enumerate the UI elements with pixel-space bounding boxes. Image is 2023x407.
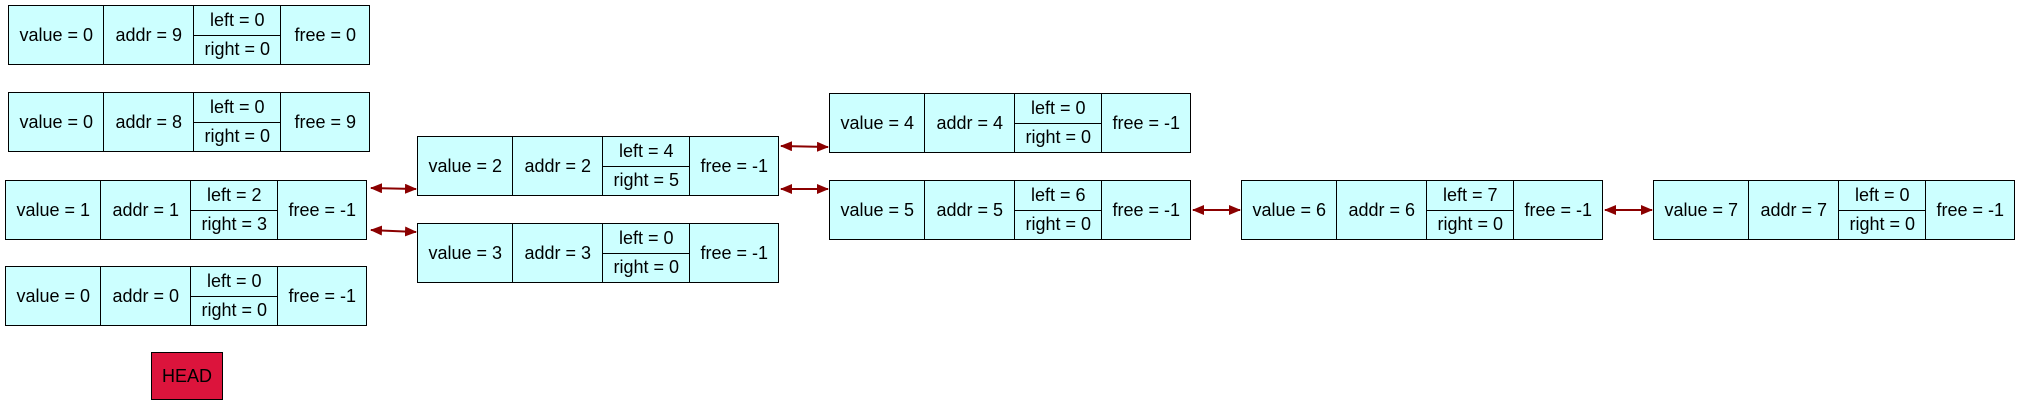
node-addr: addr = 3 xyxy=(513,224,603,282)
node-free: free = -1 xyxy=(700,155,769,176)
node-right: right = 0 xyxy=(1025,127,1091,148)
node-free: free = 9 xyxy=(294,111,357,132)
node-free: free = -1 xyxy=(1112,112,1181,133)
node-free: free = -1 xyxy=(288,199,357,220)
node-addr: addr = 8 xyxy=(104,93,194,151)
node-addr: addr = 2 xyxy=(513,137,603,195)
node-left: left = 0 xyxy=(190,267,278,297)
node-left-right: left = 0 right = 0 xyxy=(602,224,691,282)
node-addr: addr = 7 xyxy=(1749,181,1839,239)
node-left-right: left = 0 right = 0 xyxy=(1838,181,1927,239)
node-left: left = 0 xyxy=(193,6,281,36)
node-addr: addr = 5 xyxy=(925,181,1015,239)
node-right: right = 0 xyxy=(1849,214,1915,235)
node-free: free = -1 xyxy=(1112,199,1181,220)
node-left: left = 0 xyxy=(602,224,690,254)
node-left: left = 4 xyxy=(602,137,690,167)
node-value: value = 1 xyxy=(6,181,102,239)
node-left-right: left = 4 right = 5 xyxy=(602,137,691,195)
node-left: left = 0 xyxy=(1014,94,1102,124)
node-value: value = 0 xyxy=(9,6,105,64)
node-right: right = 0 xyxy=(201,300,267,321)
node-addr: addr = 9 xyxy=(104,6,194,64)
node-left-right: left = 0 right = 0 xyxy=(193,93,282,151)
edge-n1-n3 xyxy=(370,225,417,237)
node-right: right = 5 xyxy=(613,170,679,191)
edge-n2-n4 xyxy=(780,141,829,152)
node-value: value = 3 xyxy=(418,224,514,282)
node-value: value = 6 xyxy=(1242,181,1338,239)
node-left: left = 2 xyxy=(190,181,278,211)
node-left: left = 7 xyxy=(1426,181,1514,211)
node-left-right: left = 0 right = 0 xyxy=(1014,94,1103,152)
edge-n1-n2 xyxy=(370,183,417,194)
head-node: HEAD xyxy=(151,352,223,400)
node-left-right: left = 2 right = 3 xyxy=(190,181,279,239)
node-left-right: left = 0 right = 0 xyxy=(193,6,282,64)
node-right: right = 0 xyxy=(613,257,679,278)
node-free: free = -1 xyxy=(1524,199,1593,220)
node-left: left = 0 xyxy=(1838,181,1926,211)
node-free: free = -1 xyxy=(1936,199,2005,220)
node-right: right = 0 xyxy=(204,126,270,147)
node-left-right: left = 6 right = 0 xyxy=(1014,181,1103,239)
node-value: value = 2 xyxy=(418,137,514,195)
node-addr: addr = 4 xyxy=(925,94,1015,152)
node-left: left = 0 xyxy=(193,93,281,123)
node-value: value = 0 xyxy=(6,267,102,325)
node-right: right = 0 xyxy=(204,39,270,60)
node-right: right = 0 xyxy=(1025,214,1091,235)
node-addr: addr = 6 xyxy=(1337,181,1427,239)
node-free: free = -1 xyxy=(288,285,357,306)
node-addr: addr = 1 xyxy=(101,181,191,239)
node-free: free = -1 xyxy=(700,242,769,263)
node-addr: addr = 0 xyxy=(101,267,191,325)
node-right: right = 0 xyxy=(1437,214,1503,235)
node-right: right = 3 xyxy=(201,214,267,235)
node-value: value = 5 xyxy=(830,181,926,239)
node-value: value = 0 xyxy=(9,93,105,151)
node-left-right: left = 0 right = 0 xyxy=(190,267,279,325)
node-left-right: left = 7 right = 0 xyxy=(1426,181,1515,239)
node-value: value = 4 xyxy=(830,94,926,152)
node-free: free = 0 xyxy=(294,24,357,45)
node-left: left = 6 xyxy=(1014,181,1102,211)
node-value: value = 7 xyxy=(1654,181,1750,239)
